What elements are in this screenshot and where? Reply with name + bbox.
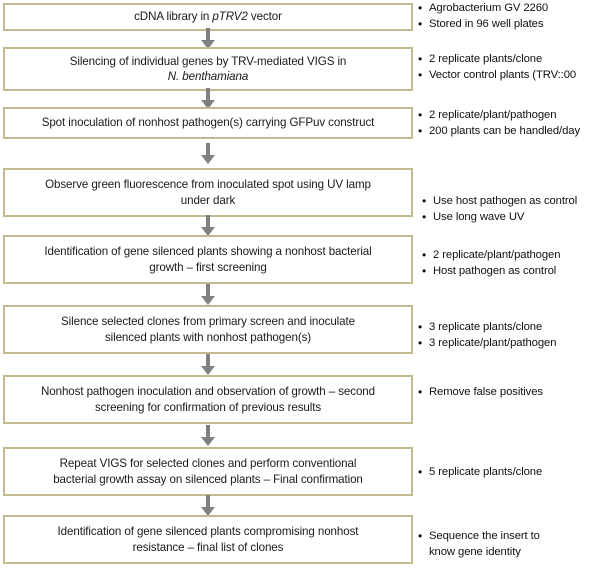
step-2-note: •2 replicate plants/clone [418,52,543,66]
step-8-notes: •5 replicate plants/clone [418,465,600,481]
step-4-note: •Use long wave UV [422,209,525,224]
step-6-box: Silence selected clones from primary scr… [3,305,413,354]
connector-arrow-down-icon [200,88,216,110]
step-3-note: •200 plants can be handled/day [418,123,580,138]
step-1-notes: •Agrobacterium GV 2260•Stored in 96 well… [418,1,600,32]
step-2-label: Silencing of individual genes by TRV-med… [69,54,347,84]
bullet-icon: • [418,385,423,399]
step-6-note: •3 replicate plants/clone [418,320,543,334]
step-3-note: •2 replicate/plant/pathogen [418,108,557,122]
connector-arrow-down-icon [200,283,216,306]
bullet-icon: • [418,52,423,66]
step-8-box: Repeat VIGS for selected clones and perf… [3,447,413,496]
step-6-notes: •3 replicate plants/clone•3 replicate/pl… [418,320,600,351]
bullet-icon: • [418,465,423,479]
bullet-icon: • [422,209,427,224]
step-6-note: •3 replicate/plant/pathogen [418,335,557,350]
bullet-icon: • [418,529,423,543]
step-9-label: Identification of gene silenced plants c… [57,525,359,554]
step-1-note: •Agrobacterium GV 2260 [418,1,549,15]
step-5-notes: •2 replicate/plant/pathogen•Host pathoge… [422,248,600,279]
step-8-note: •5 replicate plants/clone [418,465,543,479]
step-4-note: •Use host pathogen as control [422,194,578,208]
connector-arrow-down-icon [200,215,216,237]
step-1-label: cDNA library in pTRV2 vector [134,10,282,24]
step-4-label: Observe green fluorescence from inoculat… [45,178,371,207]
connector-arrow-down-icon [200,28,216,50]
step-1-note: •Stored in 96 well plates [418,16,544,31]
connector-arrow-down-icon [200,142,216,165]
bullet-icon: • [418,320,423,334]
step-5-box: Identification of gene silenced plants s… [3,235,413,284]
step-6-label: Silence selected clones from primary scr… [61,315,355,344]
bullet-icon: • [418,108,423,122]
bullet-icon: • [422,248,427,262]
step-5-note: •2 replicate/plant/pathogen [422,248,561,262]
step-9-notes: •Sequence the insert to know gene identi… [418,529,600,560]
connector-arrow-down-icon [200,424,216,447]
step-7-label: Nonhost pathogen inoculation and observa… [40,385,376,414]
bullet-icon: • [418,335,423,350]
bullet-icon: • [422,194,427,208]
connector-arrow-down-icon [200,353,216,376]
step-7-box: Nonhost pathogen inoculation and observa… [3,375,413,424]
bullet-icon: • [418,67,423,82]
step-3-label: Spot inoculation of nonhost pathogen(s) … [41,116,375,130]
step-2-box: Silencing of individual genes by TRV-med… [3,47,413,91]
step-7-notes: •Remove false positives [418,385,600,401]
step-1-box: cDNA library in pTRV2 vector [3,3,413,31]
bullet-icon: • [418,123,423,138]
step-3-notes: •2 replicate/plant/pathogen•200 plants c… [418,108,600,139]
bullet-icon: • [418,1,423,15]
bullet-icon: • [418,16,423,31]
step-3-box: Spot inoculation of nonhost pathogen(s) … [3,107,413,139]
step-5-note: •Host pathogen as control [422,263,557,278]
step-2-notes: •2 replicate plants/clone•Vector control… [418,52,600,83]
step-9-note: •Sequence the insert to know gene identi… [418,529,540,558]
step-5-label: Identification of gene silenced plants s… [44,245,372,274]
step-7-note: •Remove false positives [418,385,543,399]
step-4-notes: •Use host pathogen as control•Use long w… [422,194,600,225]
step-9-box: Identification of gene silenced plants c… [3,515,413,564]
step-2-note: •Vector control plants (TRV::00 [418,67,577,82]
step-8-label: Repeat VIGS for selected clones and perf… [53,457,363,486]
connector-arrow-down-icon [200,494,216,517]
bullet-icon: • [422,263,427,278]
step-4-box: Observe green fluorescence from inoculat… [3,168,413,217]
